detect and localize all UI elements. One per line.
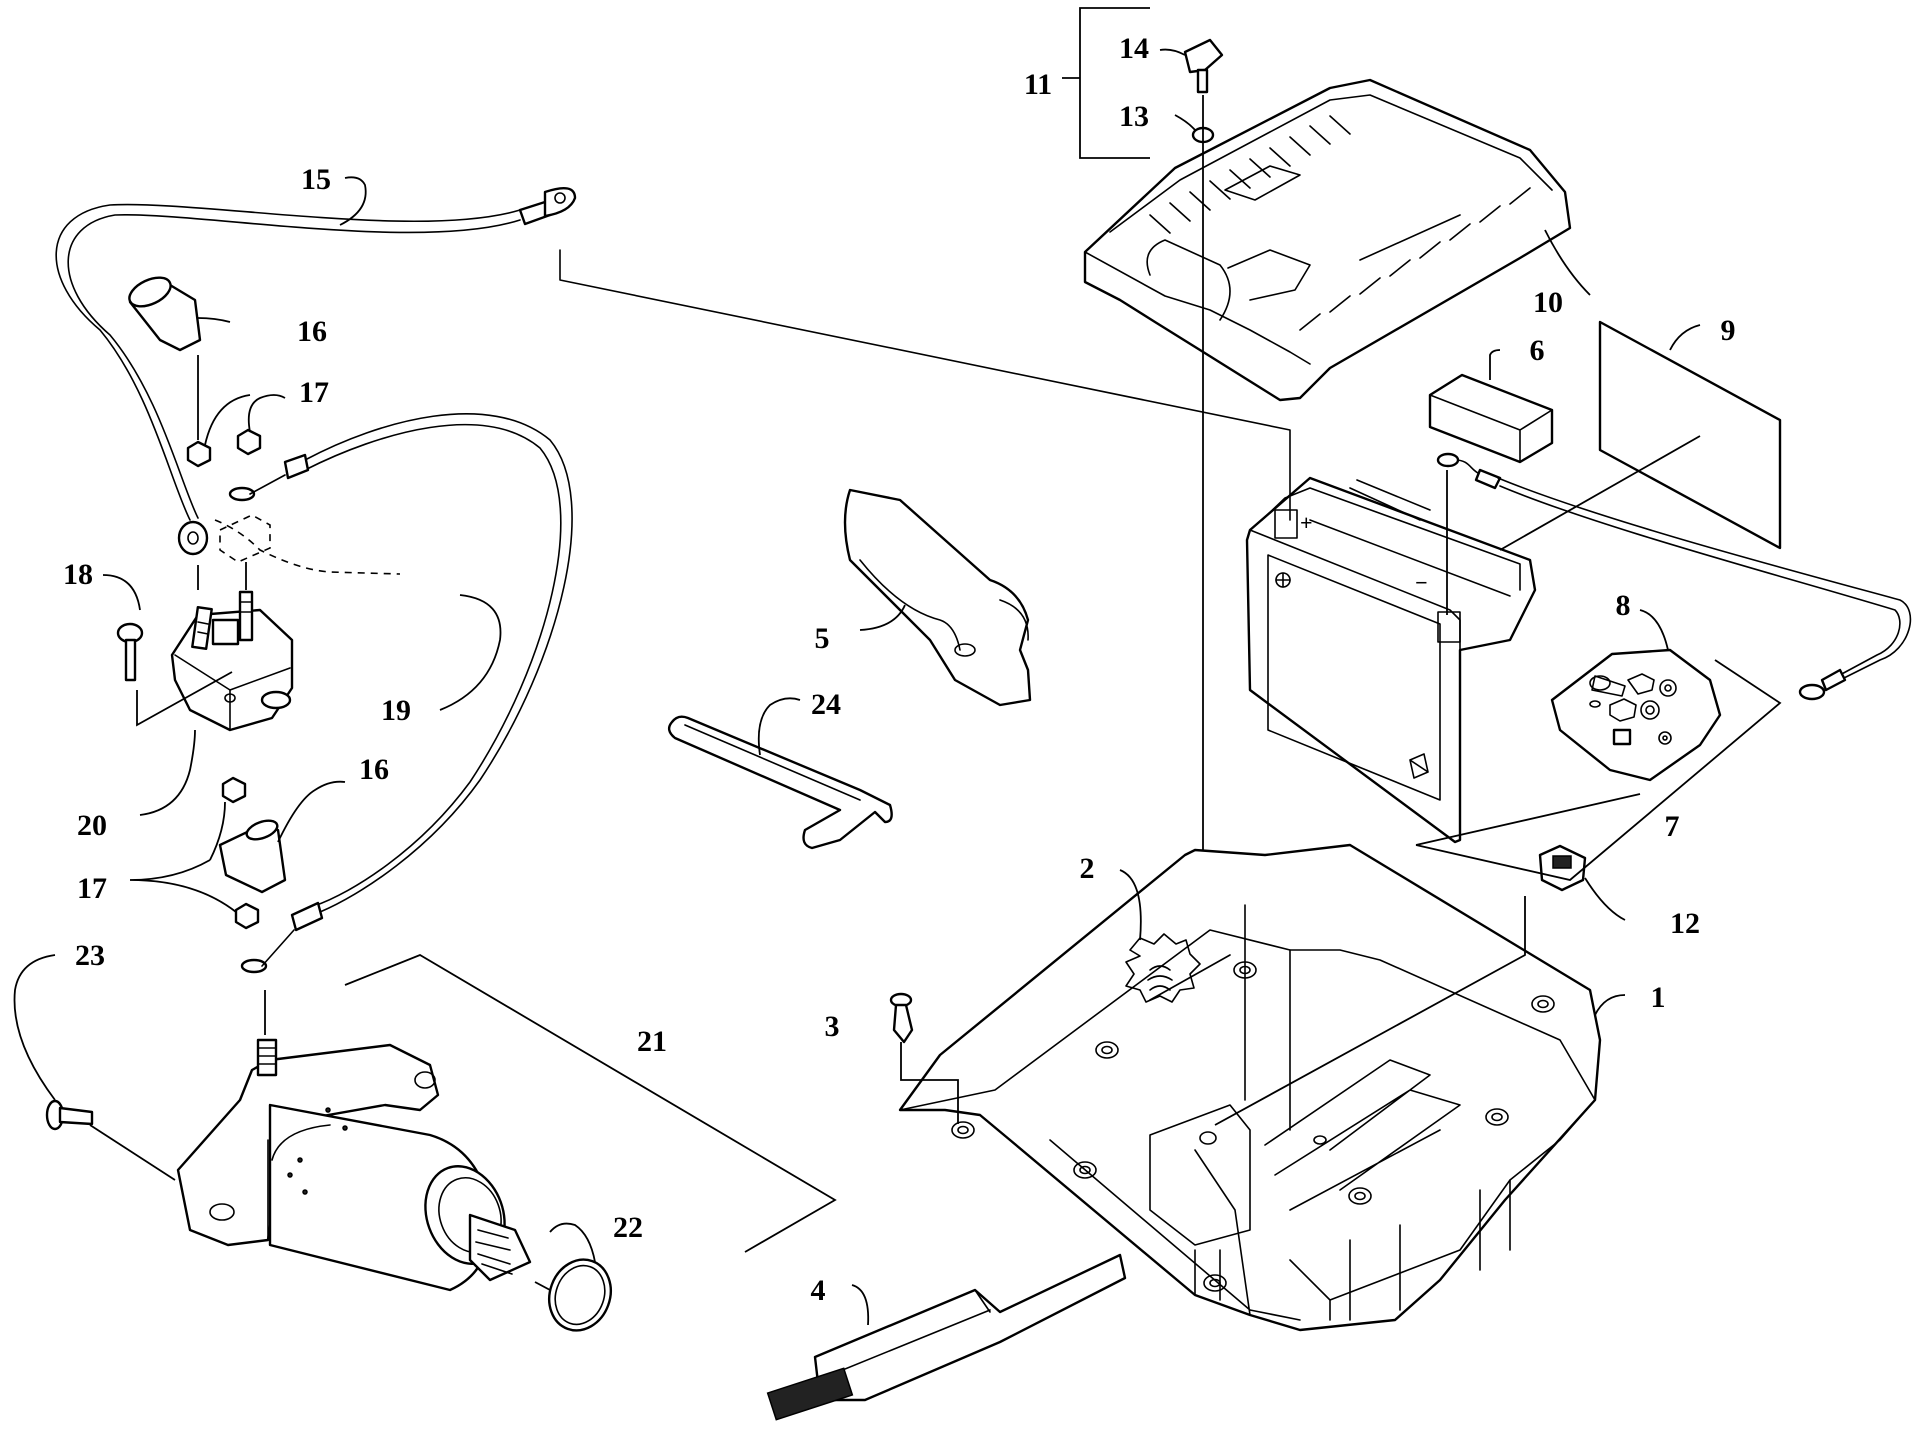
solenoid-20-leader [139, 729, 196, 816]
callout-21: 21 [637, 1025, 667, 1058]
cable-19-leader [439, 594, 502, 711]
warning-decal-sheet [1598, 320, 1782, 550]
callout-24: 24 [811, 688, 841, 721]
positive-cable [55, 186, 1291, 556]
bracket-11 [1062, 7, 1150, 159]
solenoid-bolt [116, 622, 144, 682]
leader-14 [1159, 48, 1186, 56]
leader-15 [339, 176, 367, 226]
callout-20: 20 [77, 809, 107, 842]
leader-2 [1119, 869, 1142, 941]
cover-key [1183, 38, 1224, 94]
leader-8 [1639, 609, 1669, 651]
callout-3: 3 [825, 1010, 840, 1043]
kit-7-bracket [1415, 659, 1782, 881]
nut-17-lower-leader [129, 801, 237, 913]
starter-o-ring [534, 1222, 612, 1332]
battery-minus-symbol: − [1415, 570, 1428, 595]
callout-6: 6 [1530, 334, 1545, 367]
callout-5: 5 [815, 622, 830, 655]
starter-solenoid [170, 562, 294, 732]
leader-12 [1584, 877, 1626, 921]
callout-16b: 16 [359, 753, 389, 786]
starter-motor [176, 990, 532, 1292]
callout-8: 8 [1616, 589, 1631, 622]
cover-5-leader [859, 604, 906, 631]
clip-nut [1214, 844, 1587, 1126]
foam-block [1428, 373, 1554, 464]
battery-tray [898, 843, 1602, 1332]
bolt-18-leader [102, 574, 141, 611]
leader-4 [851, 1284, 870, 1326]
callout-4: 4 [811, 1274, 826, 1307]
callout-1: 1 [1651, 981, 1666, 1014]
callout-10: 10 [1533, 286, 1563, 319]
callout-15: 15 [301, 163, 331, 196]
callout-23: 23 [75, 939, 105, 972]
callout-16a: 16 [297, 315, 327, 348]
callout-18: 18 [63, 558, 93, 591]
push-rivet [889, 992, 959, 1124]
kit-7-bracket-base [1415, 793, 1641, 846]
battery-plus-symbol: + [1300, 510, 1313, 535]
callout-2: 2 [1080, 852, 1095, 885]
nut-upper-left [186, 440, 212, 468]
terminal-plate-outline [219, 514, 271, 563]
spanner-wrench [667, 715, 893, 850]
callout-13: 13 [1119, 100, 1149, 133]
terminal-boot-upper [128, 276, 231, 440]
nut-upper-right [236, 428, 262, 456]
hardware-kit [1550, 648, 1722, 782]
callout-11: 11 [1024, 68, 1052, 101]
nut-lower-left [221, 776, 247, 804]
leader-1 [1594, 994, 1626, 1016]
terminal-boot-lower [218, 780, 346, 894]
callout-19: 19 [381, 694, 411, 727]
battery: + − [1245, 476, 1537, 844]
wrench-24-leader [757, 697, 801, 756]
starter-cable [228, 413, 573, 974]
nut-lower-right [234, 902, 260, 930]
battery-cover [1083, 78, 1572, 402]
battery-negative-cable [1436, 452, 1912, 701]
leader-6 [1489, 349, 1501, 380]
battery-pad [766, 1253, 1127, 1421]
callout-9: 9 [1721, 314, 1736, 347]
nut-17-leader [204, 394, 286, 446]
leader-13 [1174, 114, 1196, 131]
leader-10 [1544, 229, 1591, 296]
callout-7: 7 [1665, 810, 1680, 843]
callout-12: 12 [1670, 907, 1700, 940]
callout-17a: 17 [299, 376, 329, 409]
solenoid-trigger-wire [214, 519, 401, 575]
decal-leader [1499, 435, 1701, 551]
solenoid-bolt-leader [136, 671, 233, 727]
callout-14: 14 [1119, 32, 1149, 65]
callout-22: 22 [613, 1211, 643, 1244]
leader-9 [1669, 324, 1701, 351]
starter-mount-bolt [13, 954, 94, 1131]
tray-decal [1125, 933, 1201, 1003]
starter-bracket-21 [344, 954, 837, 1253]
terminal-cover [843, 488, 1032, 707]
starter-bolt-leader [89, 1124, 176, 1181]
callout-17b: 17 [77, 872, 107, 905]
